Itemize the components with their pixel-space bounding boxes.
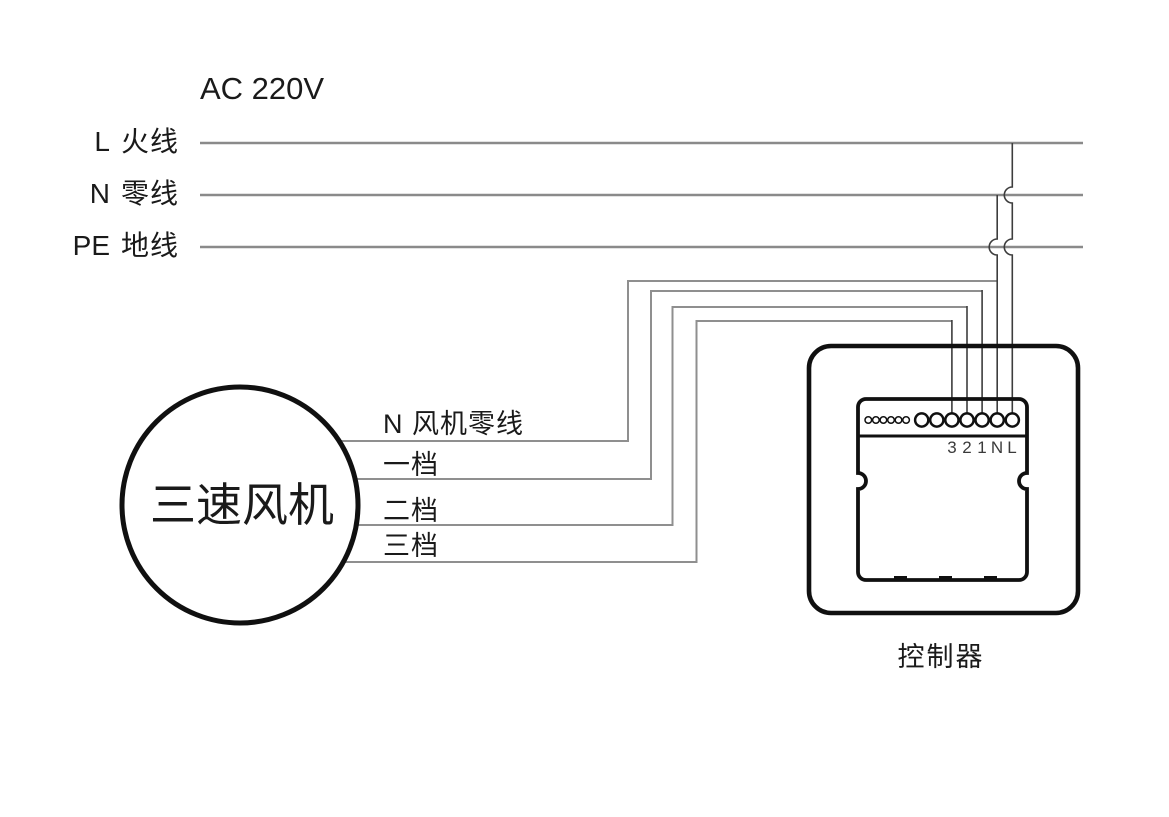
controller-outer-box [806, 343, 1081, 616]
small-terminal-hole [871, 415, 880, 425]
gear1-wire-label: 一档 [383, 450, 439, 480]
controller-label: 控制器 [897, 642, 985, 672]
module-tab [894, 576, 907, 581]
gear2-wire [354, 306, 967, 526]
gear1-wire [353, 290, 983, 480]
small-terminal-holes [864, 415, 911, 425]
terminal-label-1: 1 [977, 438, 987, 457]
fan-circle [119, 384, 361, 626]
live-wire-letter: L [94, 126, 110, 157]
neutral-drop-wire-with-hop [988, 195, 998, 414]
gear2-wire-label: 二档 [383, 496, 439, 526]
fan-label: 三速风机 [150, 479, 334, 531]
terminal-hole-1 [974, 412, 990, 428]
small-terminal-hole [864, 415, 873, 425]
ground-wire-name: 地线 [121, 230, 180, 261]
neutral-wire-label: N 零线 [58, 179, 179, 209]
terminal-hole-3 [944, 412, 960, 428]
terminal-label-3: 3 [947, 438, 957, 457]
small-terminal-hole [894, 415, 903, 425]
gear3-wire-label: 三档 [383, 531, 439, 561]
module-tab [939, 576, 952, 581]
terminal-label-N: N [990, 438, 1004, 457]
gear3-wire [342, 320, 952, 563]
module-tab [984, 576, 997, 581]
neutral-wire-name: 零线 [121, 178, 180, 209]
terminal-hole-N [989, 412, 1006, 428]
live-wire-label: L 火线 [58, 127, 179, 157]
terminal-hole-L [1004, 412, 1021, 428]
module-bottom-tabs [894, 576, 997, 581]
terminal-label-2: 2 [962, 438, 972, 457]
small-terminal-hole [902, 415, 911, 425]
live-wire-name: 火线 [121, 126, 180, 157]
small-terminal-hole [879, 415, 888, 425]
ground-wire-label: PE 地线 [58, 231, 179, 261]
neutral-wire-letter: N [89, 178, 110, 209]
small-terminal-hole [886, 415, 896, 425]
terminal-hole-2 [959, 412, 975, 428]
fan-neutral-wire-label: N 风机零线 [383, 409, 524, 439]
large-terminal-holes [913, 412, 1021, 428]
fan-neutral-wire [338, 280, 998, 442]
controller-module-outline [856, 397, 1029, 582]
ground-wire-letter: PE [72, 230, 110, 261]
large-terminal-hole [928, 412, 945, 428]
terminal-label-L: L [1007, 438, 1017, 457]
live-drop-wire-with-hops [1003, 143, 1014, 414]
large-terminal-hole [913, 412, 930, 428]
diagram-title: AC 220V [200, 71, 325, 106]
